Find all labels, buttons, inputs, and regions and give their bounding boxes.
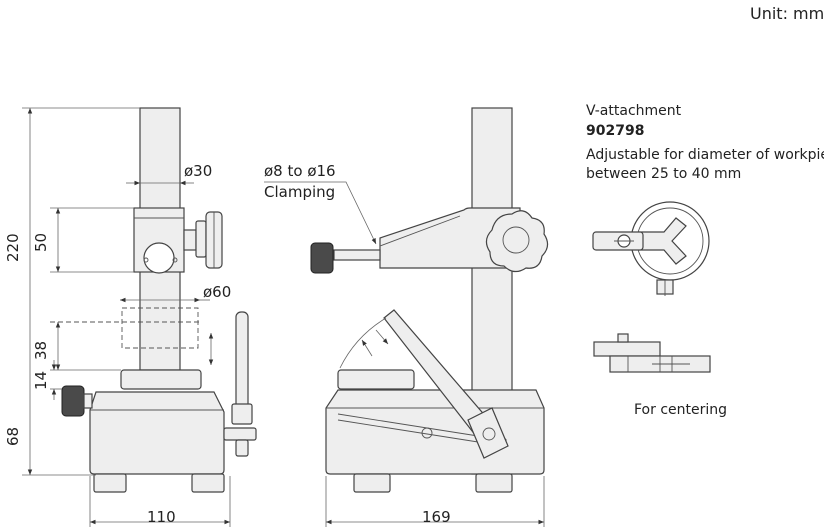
dim-38: 38: [32, 340, 50, 360]
dim-side-width: 169: [422, 508, 451, 526]
v-attachment-part-number: 902798: [586, 123, 645, 139]
front-clamp-handle: [195, 220, 207, 258]
v-attachment-desc-line2: between 25 to 40 mm: [586, 166, 742, 182]
clamping-range: ø8 to ø16: [264, 162, 336, 180]
dim-front-width: 110: [147, 508, 176, 526]
front-stage: [120, 369, 202, 390]
dim-collar-height: 50: [32, 232, 50, 252]
front-view: [22, 107, 257, 527]
front-lever-rod: [235, 311, 249, 413]
dim-base-height: 68: [4, 426, 22, 446]
front-clamp-ring-dashed: [121, 307, 199, 349]
centering-view: [593, 333, 711, 373]
side-base: [325, 389, 545, 475]
dim-14: 14: [32, 370, 50, 390]
clamping-label: Clamping: [264, 183, 336, 201]
front-collar-knob: [143, 242, 175, 274]
dim-column-diameter: ø30: [184, 162, 213, 180]
side-stage: [337, 369, 415, 390]
dim-clamp-ring-diameter: ø60: [203, 283, 232, 301]
side-view: [264, 107, 549, 527]
v-attachment-title: V-attachment: [586, 103, 682, 119]
side-star-knob: [485, 210, 549, 273]
v-attachment-view: [592, 201, 711, 373]
front-base-knob: [61, 385, 85, 417]
centering-label: For centering: [634, 402, 728, 418]
side-swing-arc: [339, 317, 387, 369]
v-attachment-desc-line1: Adjustable for diameter of workpiece: [586, 147, 824, 163]
front-base: [89, 391, 225, 475]
unit-label: Unit: mm: [750, 4, 824, 23]
dim-total-height: 220: [4, 233, 22, 262]
side-clamp-screw-knob: [310, 242, 334, 274]
